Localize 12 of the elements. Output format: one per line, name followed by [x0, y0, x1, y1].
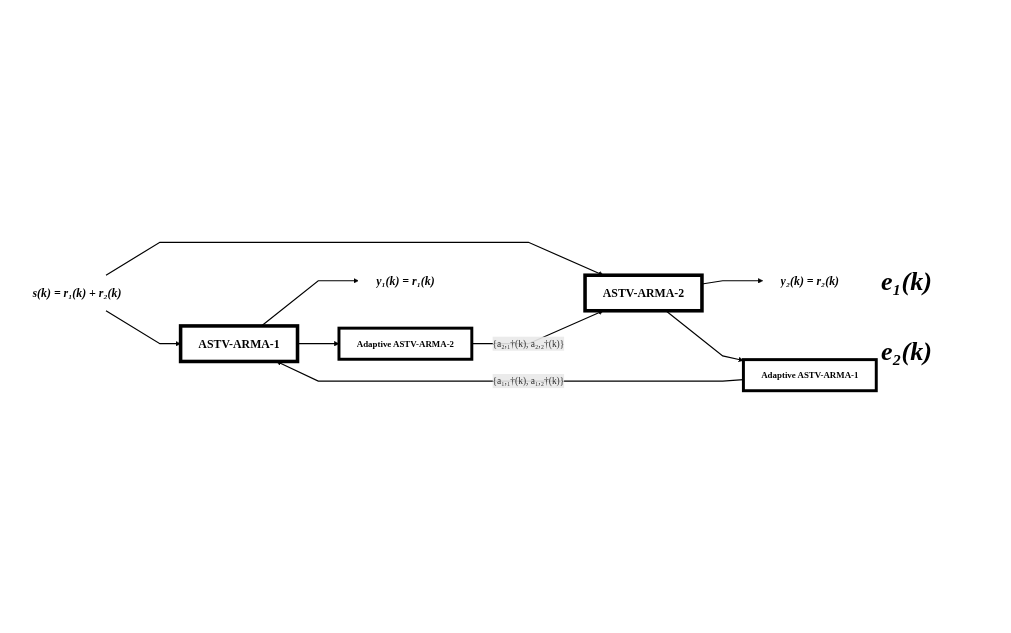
- signal-label: e₂(k): [881, 336, 933, 367]
- arrow: [665, 310, 744, 363]
- node-box: Adaptive ASTV-ARMA-2: [337, 326, 474, 361]
- node-box: ASTV-ARMA-1: [178, 324, 300, 364]
- node-text: y₂(k) = r₂(k): [780, 274, 840, 288]
- node-text: y₁(k) = r₁(k): [376, 274, 435, 288]
- signal-label: e₁(k): [881, 266, 933, 297]
- node-box: ASTV-ARMA-2: [583, 273, 704, 313]
- edge-label: {a₂,₁†(k), a₂,₂†(k)}: [492, 338, 565, 349]
- node-box: Adaptive ASTV-ARMA-1: [741, 358, 878, 393]
- node-text: s(k) = r₁(k) + r₂(k): [32, 286, 122, 300]
- edge-label: {a₁,₁†(k), a₁,₂†(k)}: [492, 375, 565, 386]
